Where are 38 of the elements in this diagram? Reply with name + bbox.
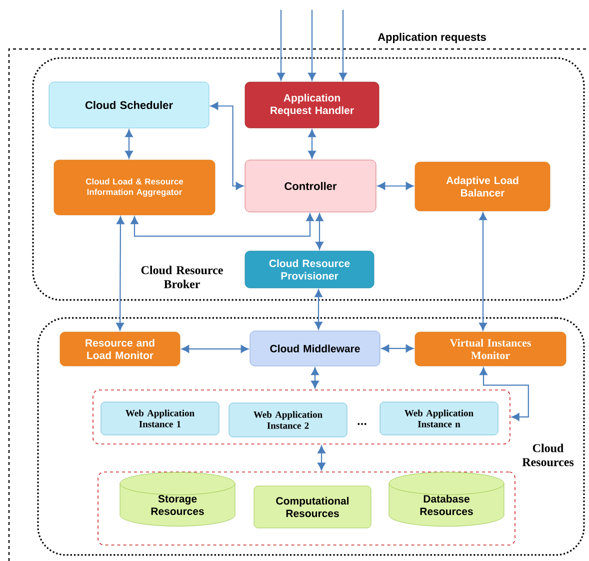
instance-box: Web Application Instance 1 <box>100 402 220 436</box>
process-box: Resource and Load Monitor <box>60 332 180 366</box>
process-box: Cloud Scheduler <box>48 82 210 128</box>
arrow <box>277 10 285 81</box>
database-cylinder: Database Resources <box>388 472 504 527</box>
arrow <box>311 367 319 388</box>
arrow <box>308 10 316 81</box>
process-box: Cloud Load & Resource Information Aggregator <box>54 160 216 216</box>
arrow <box>314 289 322 330</box>
arrow <box>125 129 133 159</box>
database-cylinder: Storage Resources <box>120 472 236 526</box>
arrow <box>316 213 324 250</box>
region-label: Cloud Resources <box>522 444 574 466</box>
arrow <box>318 446 326 470</box>
arrow <box>116 216 124 331</box>
process-box: Virtual Instances Monitor <box>414 332 566 366</box>
instance-box: Web Application Instance n <box>380 402 498 436</box>
arrow <box>381 344 414 352</box>
ellipsis-label: ... <box>358 423 366 425</box>
process-box: Controller <box>244 160 376 212</box>
arrow <box>308 129 316 159</box>
process-box: Adaptive Load Balancer <box>414 162 550 212</box>
heading-label: Application requests <box>378 32 486 44</box>
arrow <box>210 102 244 190</box>
process-box: Cloud Resource Provisioner <box>244 250 374 288</box>
arrow <box>130 213 314 237</box>
process-box: Application Request Handler <box>244 82 380 128</box>
process-box: Cloud Middleware <box>250 330 380 366</box>
region-label: Cloud Resource Broker <box>141 266 223 288</box>
arrow <box>479 212 487 331</box>
dashed-group-box <box>98 472 516 546</box>
dashed-group-box <box>92 390 510 444</box>
arrow <box>181 345 249 353</box>
resource-box: Computational Resources <box>254 486 372 528</box>
arrow <box>480 367 529 421</box>
arrow <box>377 182 414 190</box>
arrow <box>339 10 347 81</box>
instance-box: Web Application Instance 2 <box>228 402 348 438</box>
